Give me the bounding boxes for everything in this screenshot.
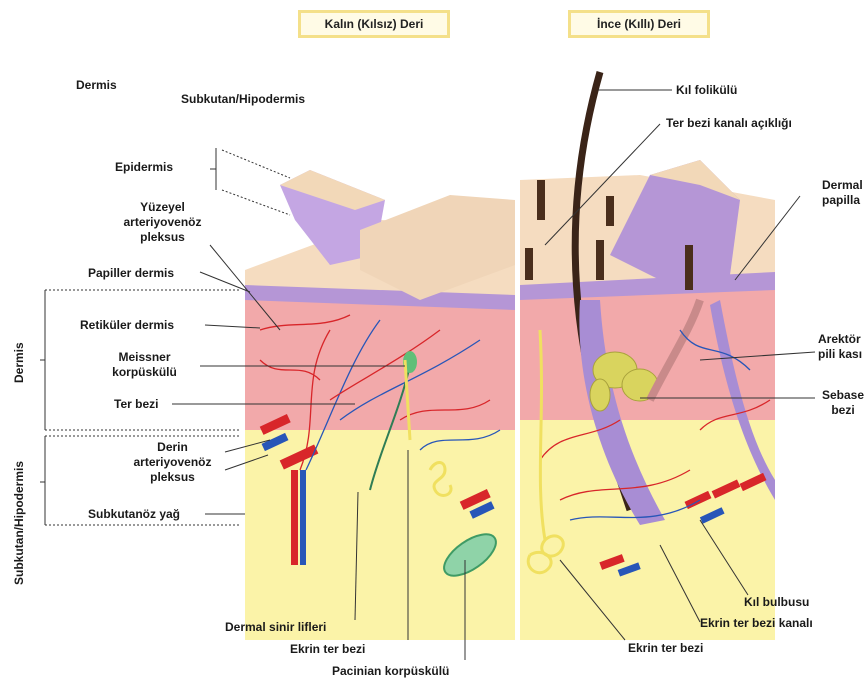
label-kil-bulbusu: Kıl bulbusu: [744, 595, 809, 610]
label-papiller-dermis: Papiller dermis: [88, 266, 174, 281]
label-yuzeyel-plexus: Yüzeyel arteriyovenöz pleksus: [115, 200, 210, 245]
label-sebase-line1: Sebase: [818, 388, 867, 403]
label-kil-folikulu: Kıl folikülü: [676, 83, 737, 98]
label-meissner-line1: Meissner: [92, 350, 197, 365]
label-dermis-top: Dermis: [76, 78, 117, 93]
label-ter-bezi: Ter bezi: [114, 397, 158, 412]
vertical-label-dermis: Dermis: [12, 342, 26, 383]
label-ekrin-ter-bezi-right: Ekrin ter bezi: [628, 641, 703, 656]
label-dermal-papilla: Dermal papilla: [822, 178, 863, 208]
label-dermal-papilla-line1: Dermal: [822, 178, 863, 193]
right-fat-layer: [520, 420, 775, 640]
label-arektor-line2: pili kası: [818, 347, 862, 362]
label-dermal-sinir-lifleri: Dermal sinir lifleri: [225, 620, 326, 635]
label-yuzeyel-line1: Yüzeyel: [115, 200, 210, 215]
label-derin-line1: Derin: [120, 440, 225, 455]
label-ekrin-ter-bezi-left: Ekrin ter bezi: [290, 642, 365, 657]
label-retikuler-dermis: Retiküler dermis: [80, 318, 174, 333]
label-derin-plexus: Derin arteriyovenöz pleksus: [120, 440, 225, 485]
label-epidermis: Epidermis: [115, 160, 173, 175]
block-separator: [515, 170, 520, 645]
left-dermis-layer: [245, 290, 515, 430]
label-arektor-line1: Arektör: [818, 332, 862, 347]
label-derin-line2: arteriyovenöz: [120, 455, 225, 470]
vertical-label-subkutan: Subkutan/Hipodermis: [12, 461, 26, 585]
label-subkutanoz-yag: Subkutanöz yağ: [88, 507, 180, 522]
label-yuzeyel-line2: arteriyovenöz: [115, 215, 210, 230]
label-yuzeyel-line3: pleksus: [115, 230, 210, 245]
label-sebase-bezi: Sebase bezi: [818, 388, 867, 418]
label-subkutan-top: Subkutan/Hipodermis: [181, 92, 305, 107]
label-pacinian: Pacinian korpüskülü: [332, 664, 449, 679]
label-ter-bezi-kanali-acikligi: Ter bezi kanalı açıklığı: [666, 116, 792, 131]
label-meissner-line2: korpüskülü: [92, 365, 197, 380]
label-sebase-line2: bezi: [818, 403, 867, 418]
label-derin-line3: pleksus: [120, 470, 225, 485]
label-meissner: Meissner korpüskülü: [92, 350, 197, 380]
label-arektor-pili: Arektör pili kası: [818, 332, 862, 362]
label-ekrin-ter-bezi-kanali: Ekrin ter bezi kanalı: [700, 616, 813, 631]
label-dermal-papilla-line2: papilla: [822, 193, 863, 208]
